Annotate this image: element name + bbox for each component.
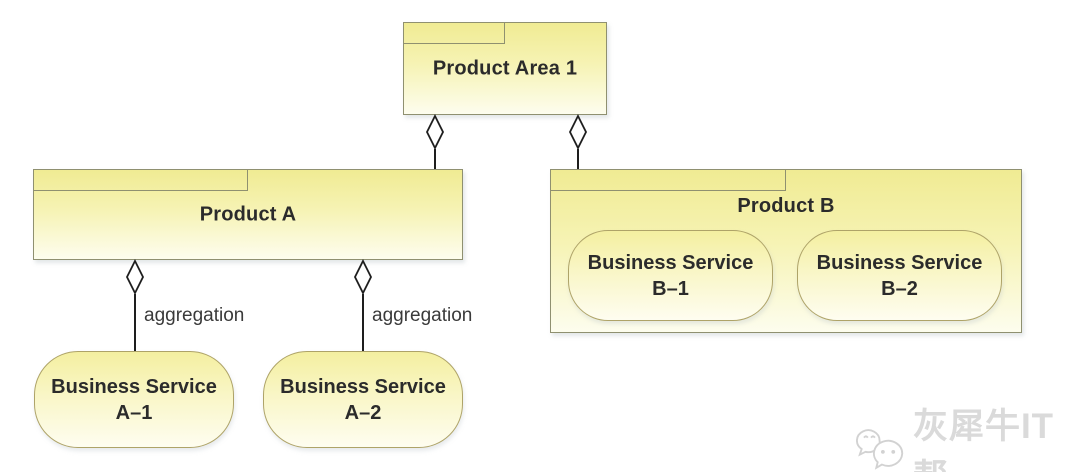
aggregation-diamond-icon xyxy=(125,259,145,295)
package-product-area-1[interactable]: Product Area 1 xyxy=(403,22,607,115)
package-tab xyxy=(404,23,505,44)
service-business-service-b1[interactable]: Business Service B–1 xyxy=(568,230,773,321)
package-tab xyxy=(551,170,786,191)
watermark: 灰犀牛IT帮 xyxy=(856,398,1080,472)
aggregation-edge-label: aggregation xyxy=(144,305,245,326)
service-id: A–2 xyxy=(344,401,382,424)
service-label: Business Service xyxy=(280,375,446,398)
package-label: Product Area 1 xyxy=(432,57,578,79)
package-product-a[interactable]: Product A xyxy=(33,169,463,260)
connector-line xyxy=(134,294,136,351)
package-label: Product A xyxy=(199,203,297,225)
service-business-service-b2[interactable]: Business Service B–2 xyxy=(797,230,1002,321)
package-tab xyxy=(34,170,248,191)
connector-line xyxy=(362,294,364,351)
aggregation-edge-label: aggregation xyxy=(372,305,473,326)
aggregation-diamond-icon xyxy=(568,114,588,150)
service-label: Business Service xyxy=(816,251,983,274)
aggregation-diamond-icon xyxy=(353,259,373,295)
service-id: A–1 xyxy=(115,401,153,424)
service-id: B–1 xyxy=(652,277,689,300)
aggregation-diamond-icon xyxy=(425,114,445,150)
watermark-text: 灰犀牛IT帮 xyxy=(912,407,1055,472)
package-label: Product B xyxy=(737,195,835,217)
wechat-icon xyxy=(856,429,904,470)
service-id: B–2 xyxy=(881,277,918,300)
service-business-service-a1[interactable]: Business Service A–1 xyxy=(34,351,234,448)
connector-line xyxy=(577,149,579,169)
service-label: Business Service xyxy=(587,251,754,274)
service-business-service-a2[interactable]: Business Service A–2 xyxy=(263,351,463,448)
connector-line xyxy=(434,149,436,169)
service-label: Business Service xyxy=(51,375,217,398)
